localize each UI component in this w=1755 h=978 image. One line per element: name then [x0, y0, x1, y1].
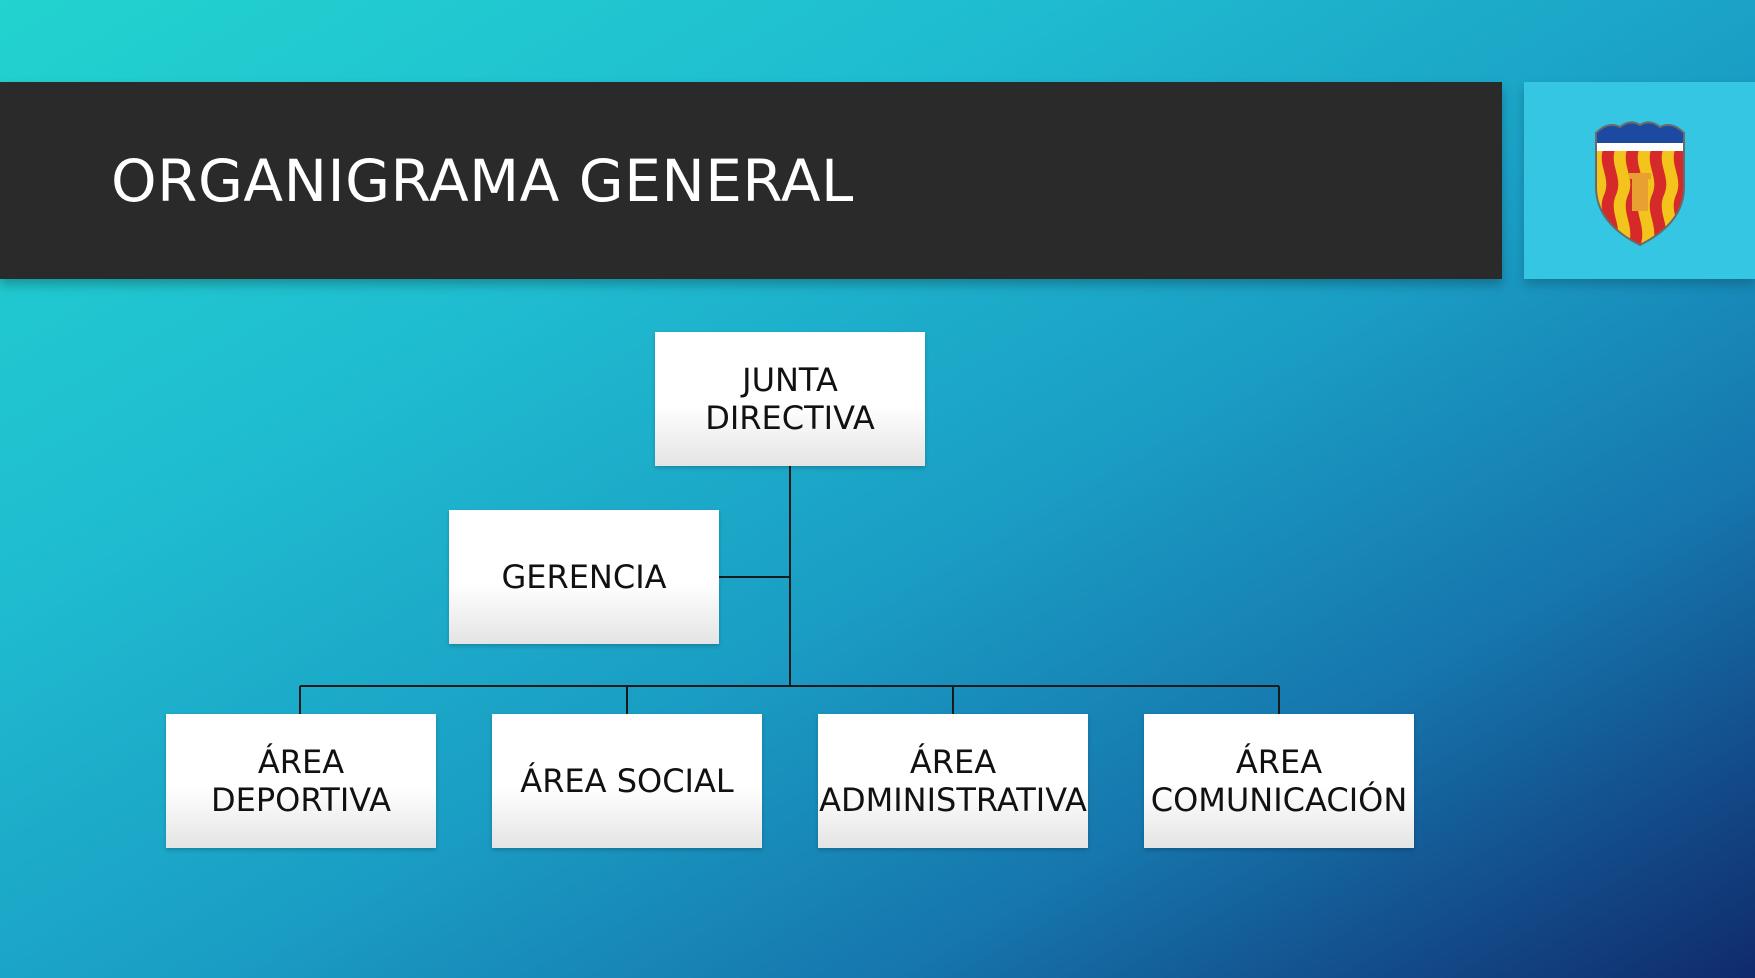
node-label: ÁREA COMUNICACIÓN — [1150, 743, 1408, 819]
node-area-administrativa: ÁREA ADMINISTRATIVA — [818, 714, 1088, 848]
title-bar: ORGANIGRAMA GENERAL — [0, 82, 1502, 279]
node-label: ÁREA ADMINISTRATIVA — [819, 743, 1087, 819]
node-junta-directiva: JUNTA DIRECTIVA — [655, 332, 925, 466]
node-area-deportiva: ÁREA DEPORTIVA — [166, 714, 436, 848]
node-area-comunicacion: ÁREA COMUNICACIÓN — [1144, 714, 1414, 848]
node-area-social: ÁREA SOCIAL — [492, 714, 762, 848]
node-gerencia: GERENCIA — [449, 510, 719, 644]
node-label: ÁREA SOCIAL — [520, 762, 734, 800]
node-label: JUNTA DIRECTIVA — [705, 361, 875, 437]
slide-title: ORGANIGRAMA GENERAL — [111, 146, 854, 215]
node-label: ÁREA DEPORTIVA — [211, 743, 391, 819]
node-label: GERENCIA — [501, 558, 667, 596]
logo-box — [1524, 82, 1755, 279]
club-crest-icon — [1595, 121, 1685, 247]
